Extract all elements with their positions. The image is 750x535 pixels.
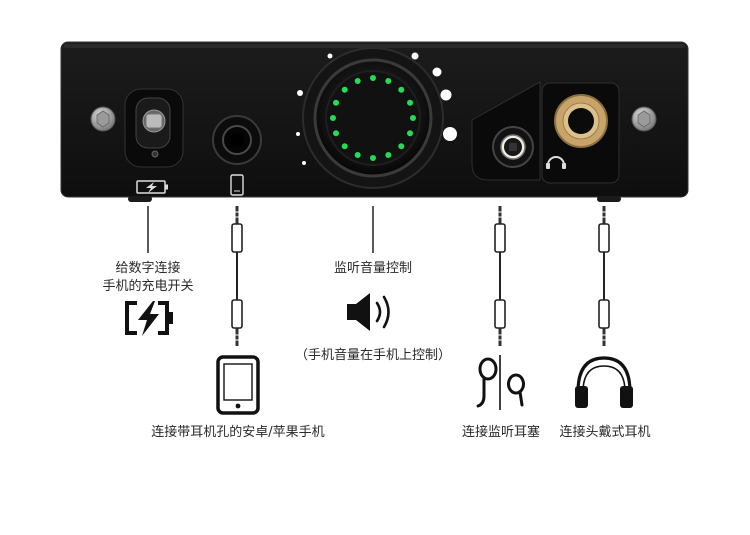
headphones-icon — [575, 356, 633, 408]
volume-led — [333, 99, 339, 106]
volume-led — [398, 86, 405, 93]
volume-led — [407, 130, 413, 137]
volume-led — [354, 78, 361, 84]
volume-led — [398, 143, 405, 150]
earbuds-connect-label: 连接监听耳塞 — [461, 425, 540, 440]
volume-knob[interactable] — [302, 47, 444, 189]
battery-charging-icon — [136, 180, 168, 194]
charge-label-line1: 给数字连接 — [115, 261, 181, 276]
charge-toggle-switch[interactable] — [124, 88, 184, 168]
volume-scale-dots — [296, 52, 457, 165]
volume-led — [341, 143, 348, 150]
charge-label-line2: 手机的充电开关 — [102, 279, 194, 294]
earbuds-icon — [476, 355, 525, 410]
smartphone-icon-large — [216, 355, 260, 415]
aux-cable-earbuds — [494, 206, 506, 346]
volume-led — [385, 78, 392, 84]
volume-led — [370, 75, 376, 81]
volume-led-ring — [330, 75, 416, 161]
volume-led — [330, 115, 336, 121]
volume-led — [370, 155, 376, 161]
left-screw — [90, 106, 116, 132]
phone-connect-label: 连接带耳机孔的安卓/苹果手机 — [151, 425, 325, 440]
volume-label: 监听音量控制 — [333, 261, 412, 276]
volume-led — [407, 99, 413, 106]
headphones-connect-label: 连接头戴式耳机 — [559, 425, 651, 440]
headphone-icon — [546, 156, 566, 169]
volume-note: （手机音量在手机上控制） — [294, 348, 451, 363]
smartphone-icon — [230, 174, 244, 196]
aux-cable-phone — [231, 206, 243, 346]
headphone-jack-port[interactable] — [541, 82, 620, 184]
volume-led — [354, 152, 361, 158]
speaker-icon — [347, 293, 390, 331]
device-foot-left — [128, 196, 152, 202]
phone-jack-port[interactable] — [212, 115, 262, 165]
volume-led — [333, 130, 339, 137]
right-screw — [631, 106, 657, 132]
battery-charging-icon-large — [125, 301, 173, 336]
earbud-jack-port[interactable] — [471, 81, 541, 181]
volume-led — [341, 86, 348, 93]
device-foot-right — [597, 196, 621, 202]
volume-led — [410, 115, 416, 121]
volume-led — [385, 152, 392, 158]
aux-cable-headphones — [598, 206, 610, 346]
